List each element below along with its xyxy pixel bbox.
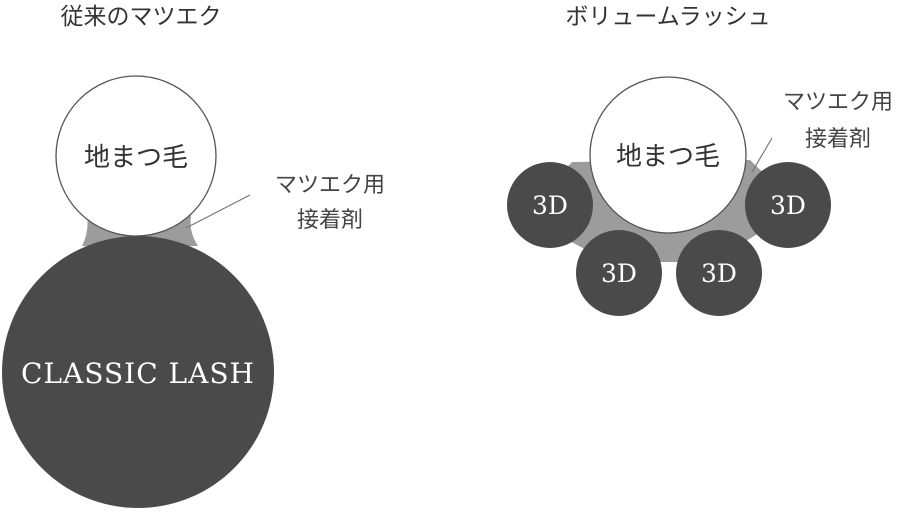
classic-glue-label-line2: 接着剤 [297, 208, 363, 233]
volume-extension-label: 3D [532, 191, 568, 220]
volume-extension-label: 3D [601, 259, 637, 288]
volume-extension-label: 3D [770, 191, 806, 220]
classic-glue-label-line1: マツエク用 [275, 173, 385, 198]
volume-heading: ボリュームラッシュ [565, 4, 770, 30]
volume-natural-lash-label: 地まつ毛 [616, 142, 720, 172]
classic-panel: 従来のマツエク 地まつ毛 CLASSIC LASH マツエク用 接着剤 [2, 4, 385, 508]
volume-extension-circle [576, 230, 662, 316]
volume-glue-label-line2: 接着剤 [805, 127, 871, 152]
classic-natural-lash-label: 地まつ毛 [84, 143, 188, 173]
classic-natural-lash-circle [55, 75, 217, 237]
volume-extension-circle [745, 162, 831, 248]
volume-glue-leader-line [751, 137, 773, 173]
classic-extension-circle [2, 236, 274, 508]
volume-extension-circle [507, 162, 593, 248]
volume-natural-lash-circle [589, 76, 747, 234]
volume-panel: ボリュームラッシュ 地まつ毛 3D 3D 3D 3D マツエク用 接着剤 [507, 4, 893, 316]
classic-glue-leader-line [185, 194, 251, 229]
classic-extension-label: CLASSIC LASH [21, 357, 255, 390]
volume-extension-circle [676, 230, 762, 316]
volume-extension-label: 3D [701, 259, 737, 288]
classic-heading: 従来のマツエク [61, 4, 222, 30]
volume-glue-label-line1: マツエク用 [783, 90, 893, 115]
